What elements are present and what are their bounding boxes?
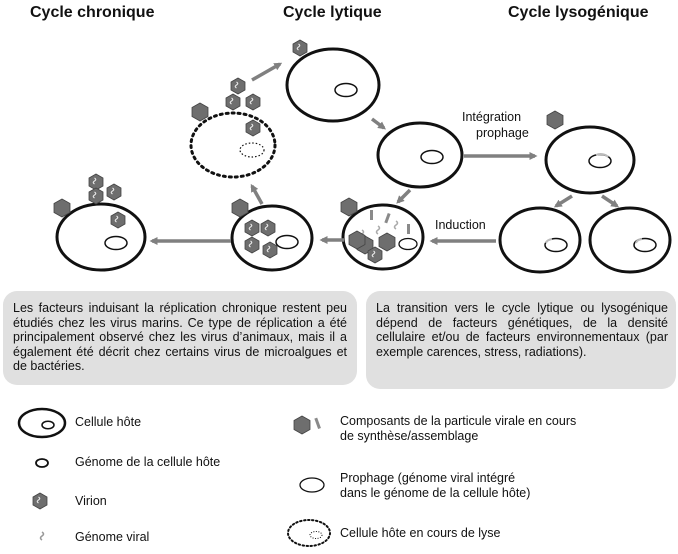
virion-budding xyxy=(231,198,249,218)
legend-host-genome-icon xyxy=(35,458,49,468)
lysogenic-daughter-left xyxy=(498,206,582,274)
legend-lysis-icon xyxy=(287,519,331,547)
viral-components xyxy=(340,197,418,264)
legend-lysis: Cellule hôte en cours de lyse xyxy=(340,526,501,540)
label-induction: Induction xyxy=(435,218,486,232)
host-genome xyxy=(334,82,358,98)
legend-components-line2: de synthèse/assemblage xyxy=(340,429,479,443)
legend-viral-genome: Génome viral xyxy=(75,530,150,544)
legend-host-cell: Cellule hôte xyxy=(75,415,142,429)
legend-prophage-line1: Prophage (génome viral intégré xyxy=(340,471,516,485)
legend-virion: Virion xyxy=(75,494,107,508)
label-integration: Intégration xyxy=(462,110,522,124)
legend-icons xyxy=(17,407,331,547)
note-chronic: Les facteurs induisant la réplication ch… xyxy=(3,291,357,385)
header-lysogenic: Cycle lysogénique xyxy=(508,4,649,21)
chronic-infected-cell xyxy=(230,204,314,272)
lytic-cell-infected xyxy=(376,121,464,189)
legend-virion-icon xyxy=(32,492,48,510)
cycle-arrows xyxy=(149,62,620,245)
legend-host-cell-icon xyxy=(17,407,67,439)
chronic-host-cell xyxy=(55,202,147,272)
header-chronic: Cycle chronique xyxy=(30,4,155,21)
legend-host-genome: Génome de la cellule hôte xyxy=(75,455,221,469)
lysogenic-cell-integrated xyxy=(544,125,636,195)
label-prophage: prophage xyxy=(476,126,529,140)
lytic-cell-top xyxy=(285,47,381,123)
lysing-cell xyxy=(189,111,277,179)
legend-prophage-icon xyxy=(299,477,325,493)
legend-prophage-line2: dans le génome de la cellule hôte) xyxy=(340,486,531,500)
virion-integration xyxy=(546,110,564,130)
legend-components-line1: Composants de la particule virale en cou… xyxy=(340,414,577,428)
assembly-cell xyxy=(340,197,425,271)
header-lytic: Cycle lytique xyxy=(283,4,382,21)
note-lysogenic: La transition vers le cycle lytique ou l… xyxy=(366,291,676,389)
virion-entering xyxy=(292,39,308,57)
legend-components-icon xyxy=(293,415,321,435)
lysogenic-daughter-right xyxy=(588,206,672,274)
legend-viral-genome-icon xyxy=(39,531,45,541)
